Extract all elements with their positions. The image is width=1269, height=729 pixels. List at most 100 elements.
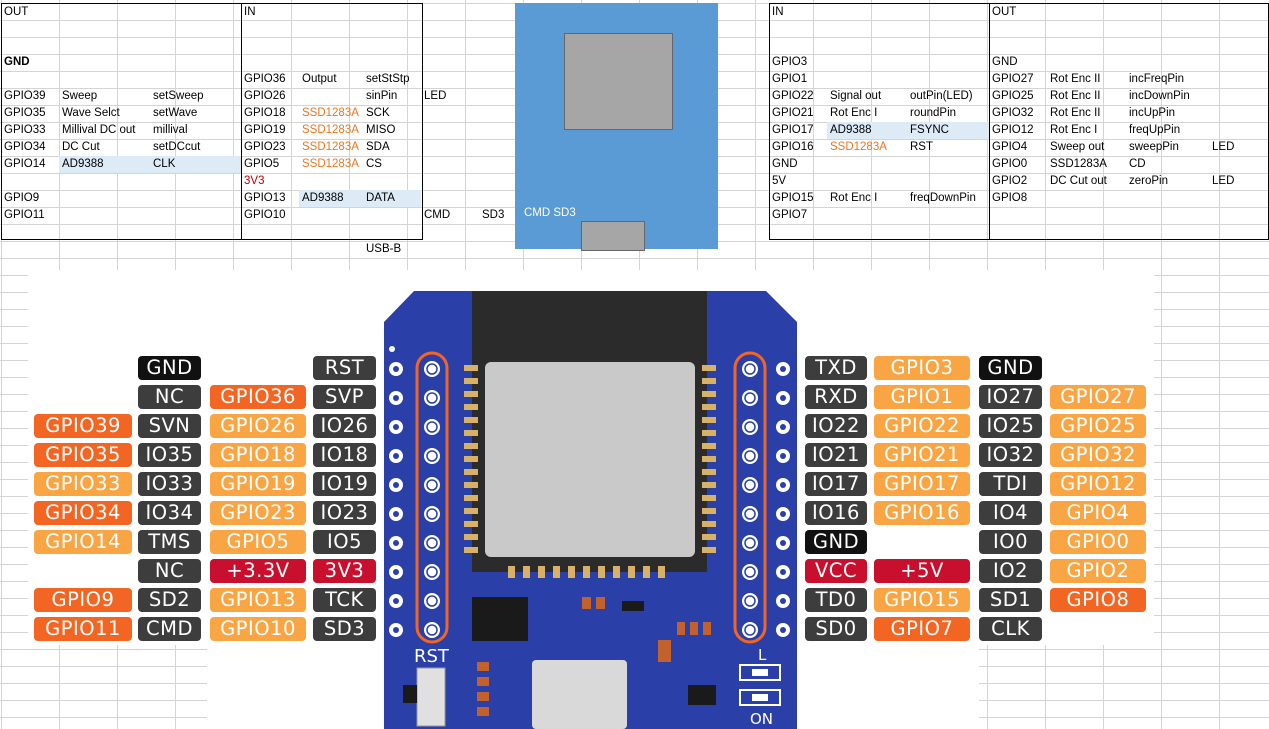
pin-label: GPIO22	[874, 414, 970, 438]
cell: GPIO12	[992, 124, 1034, 136]
pin-label: GPIO32	[1050, 443, 1146, 467]
cell: LED	[1212, 141, 1235, 153]
pin-label: IO35	[138, 443, 201, 467]
cell: freqDownPin	[910, 192, 976, 204]
cell: Millival DC out	[62, 124, 136, 136]
pin-label: GPIO3	[874, 356, 970, 380]
cell: SSD1283A	[302, 141, 359, 153]
left-out-header: OUT	[4, 6, 29, 18]
pin-label: GND	[805, 530, 867, 554]
cell: setStStp	[366, 73, 410, 85]
pin-label: GPIO13	[210, 588, 306, 612]
cell: GND	[772, 158, 798, 170]
pin-label: GPIO7	[874, 617, 970, 641]
cell: CLK	[153, 158, 176, 170]
cell: millival	[153, 124, 188, 136]
board-top-label: CMD SD3	[524, 207, 576, 219]
pin-label: GPIO33	[34, 472, 132, 496]
pin-label: GPIO5	[210, 530, 306, 554]
cell: GPIO2	[992, 175, 1028, 187]
cell: GPIO33	[4, 124, 46, 136]
cell: SSD1283A	[302, 158, 359, 170]
cell: Output	[302, 73, 337, 85]
pin-label: TMS	[138, 530, 201, 554]
led-l-label: L	[758, 646, 767, 664]
pin-label: GPIO35	[34, 443, 132, 467]
cell: GPIO1	[772, 73, 808, 85]
board-top-view: CMD SD3	[515, 3, 718, 251]
cell: GPIO4	[992, 141, 1028, 153]
pin-label: GPIO39	[34, 414, 132, 438]
cell: GPIO26	[244, 90, 286, 102]
cell: SSD1283A	[302, 107, 359, 119]
pin-label: SD1	[979, 588, 1042, 612]
pin-label: IO25	[979, 414, 1042, 438]
cell: GPIO27	[992, 73, 1034, 85]
cell: setDCcut	[153, 141, 201, 153]
pin-label: GPIO15	[874, 588, 970, 612]
pin-label: GPIO2	[1050, 559, 1146, 583]
pin-label: IO0	[979, 530, 1042, 554]
pin-label: IO33	[138, 472, 201, 496]
pin-label: RXD	[805, 385, 867, 409]
pin-label: GPIO23	[210, 501, 306, 525]
pin-label: SD2	[138, 588, 201, 612]
cell: LED	[424, 90, 447, 102]
cell: GPIO11	[4, 209, 45, 221]
cell: incFreqPin	[1129, 73, 1184, 85]
cell: AD9388	[830, 124, 872, 136]
cell: Signal out	[830, 90, 882, 102]
cell: SSD1283A	[302, 124, 359, 136]
cell: SCK	[366, 107, 390, 119]
pin-label: +3.3V	[210, 559, 306, 583]
cell-highlight	[827, 122, 989, 139]
pin-label: IO26	[313, 414, 376, 438]
cell: GPIO5	[244, 158, 280, 170]
cell: GPIO0	[992, 158, 1028, 170]
pin-label: SD0	[805, 617, 867, 641]
cell: GPIO32	[992, 107, 1034, 119]
cell: GPIO35	[4, 107, 46, 119]
cell: GPIO14	[4, 158, 46, 170]
pin-label: NC	[138, 385, 201, 409]
cell: GPIO36	[244, 73, 286, 85]
cell: GPIO10	[244, 209, 286, 221]
cell: Rot Enc I	[830, 192, 878, 204]
pin-label: IO21	[805, 443, 867, 467]
pin-label: SVP	[313, 385, 376, 409]
pin-label: GPIO26	[210, 414, 306, 438]
cell-highlight	[299, 190, 421, 207]
left-gnd: GND	[4, 56, 30, 68]
cell: sweepPin	[1129, 141, 1179, 153]
cell: GPIO17	[772, 124, 814, 136]
module-shape	[564, 33, 673, 130]
cell: GPIO25	[992, 90, 1034, 102]
cell: DC Cut out	[1050, 175, 1107, 187]
cell: Sweep	[62, 90, 98, 102]
cell-highlight	[59, 156, 241, 173]
pin-label: SD3	[313, 617, 376, 641]
cell: CMD	[424, 209, 451, 221]
cell: AD9388	[302, 192, 344, 204]
cell: GPIO3	[772, 56, 808, 68]
pin-label: GPIO21	[874, 443, 970, 467]
pin-label: 3V3	[313, 559, 376, 583]
usb-shape	[581, 221, 645, 251]
left-table-in-border	[241, 3, 423, 240]
pin-label: GPIO1	[874, 385, 970, 409]
pin-label: RST	[313, 356, 376, 380]
cell: Wave Selct	[62, 107, 120, 119]
cell: GPIO13	[244, 192, 286, 204]
cell: SSD1283A	[830, 141, 887, 153]
pin-label: +5V	[874, 559, 970, 583]
pin-label: GPIO12	[1050, 472, 1146, 496]
pin-label: GND	[979, 356, 1042, 380]
cell: zeroPin	[1129, 175, 1168, 187]
cell: Rot Enc I	[1050, 124, 1098, 136]
pin-label: GPIO9	[34, 588, 132, 612]
pin-label: IO22	[805, 414, 867, 438]
cell: GPIO22	[772, 90, 814, 102]
cell: GPIO21	[772, 107, 814, 119]
cell: 5V	[772, 175, 787, 187]
